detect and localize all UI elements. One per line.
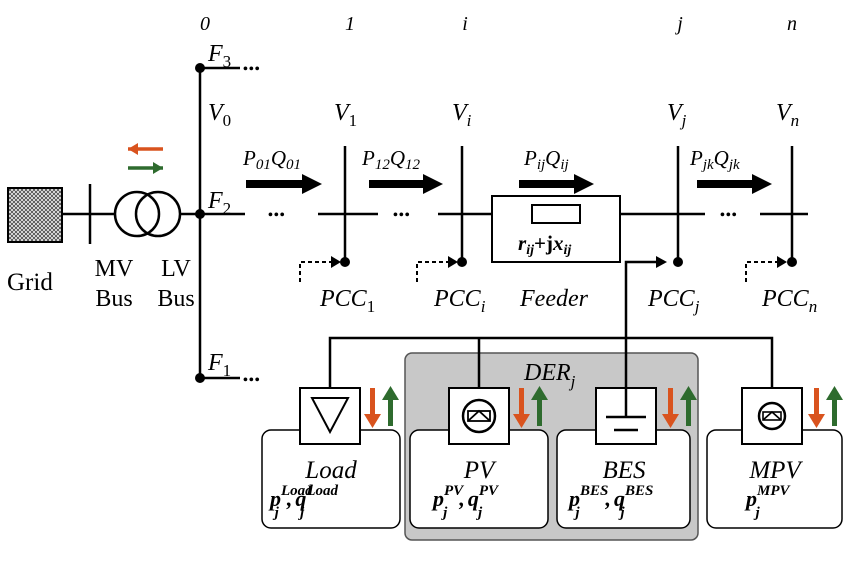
voltage-label-n: Vn	[776, 100, 799, 130]
load-flow-arrows	[364, 386, 399, 428]
load-device-name: Load	[304, 457, 357, 484]
mpv-icon	[757, 401, 787, 431]
flow-label-01: P01Q01	[242, 146, 301, 173]
pcc-label-j: PCCj	[647, 286, 700, 316]
voltage-label-j: Vj	[667, 100, 687, 130]
pv-icon	[461, 398, 497, 434]
main-ellipsis-3: •••	[720, 208, 738, 223]
bus-index-0: 0	[200, 13, 210, 35]
impedance-label: rij+jxij	[518, 231, 571, 258]
pcc-dashed-connectors	[299, 261, 780, 282]
feeder-label: Feeder	[519, 286, 589, 312]
feeder-label-f3: F3	[207, 41, 231, 71]
pv-device-name: PV	[463, 457, 497, 484]
mpv-device-name: MPV	[748, 457, 803, 484]
feeder-f3-ellipsis: •••	[243, 62, 261, 77]
mpv-flow-arrows	[808, 386, 843, 428]
grid-icon	[7, 187, 63, 243]
der-common-wire	[328, 336, 774, 388]
voltage-label-i: Vi	[452, 100, 472, 130]
flow-arrows	[246, 174, 772, 194]
bus-index-i: i	[462, 13, 468, 35]
bus-index-j: j	[674, 13, 683, 35]
voltage-label-1: V1	[334, 100, 357, 130]
pcc-label-n: PCCn	[761, 286, 817, 316]
flow-arrow-ij	[519, 174, 594, 194]
main-ellipsis-2: •••	[393, 208, 411, 223]
flow-arrow-jk	[697, 174, 772, 194]
feeder-f1-ellipsis: •••	[243, 373, 261, 388]
grid-label: Grid	[7, 269, 53, 296]
der-group-label: DERj	[523, 360, 576, 391]
bes-flow-arrows	[662, 386, 697, 428]
resistor-icon	[531, 204, 581, 224]
flow-label-ij: PijQij	[523, 146, 569, 173]
transformer-primary-icon	[113, 190, 161, 238]
feeder-label-f2: F2	[207, 188, 231, 218]
main-ellipsis-1: •••	[268, 208, 286, 223]
bus-index-n: n	[787, 13, 797, 35]
pv-flow-arrows	[513, 386, 548, 428]
bus-index-1: 1	[345, 13, 355, 35]
voltage-label-0: V0	[208, 100, 231, 130]
bus-index-labels: 0 1 i j n	[200, 13, 797, 35]
device-flow-arrows	[364, 386, 843, 428]
flow-label-jk: PjkQjk	[689, 146, 740, 173]
flow-arrow-12	[369, 174, 443, 194]
pcc-label-i: PCCi	[433, 286, 486, 316]
flow-label-12: P12Q12	[361, 146, 421, 173]
pcc-label-1: PCC1	[319, 286, 375, 316]
feeder-label-f1: F1	[207, 350, 231, 380]
battery-icon	[606, 388, 646, 432]
load-icon	[310, 397, 350, 435]
flow-arrow-01	[246, 174, 322, 194]
bidirectional-flow-icon	[128, 143, 163, 174]
pcc-j-feeder-link	[624, 260, 656, 388]
bes-device-name: BES	[602, 457, 646, 484]
